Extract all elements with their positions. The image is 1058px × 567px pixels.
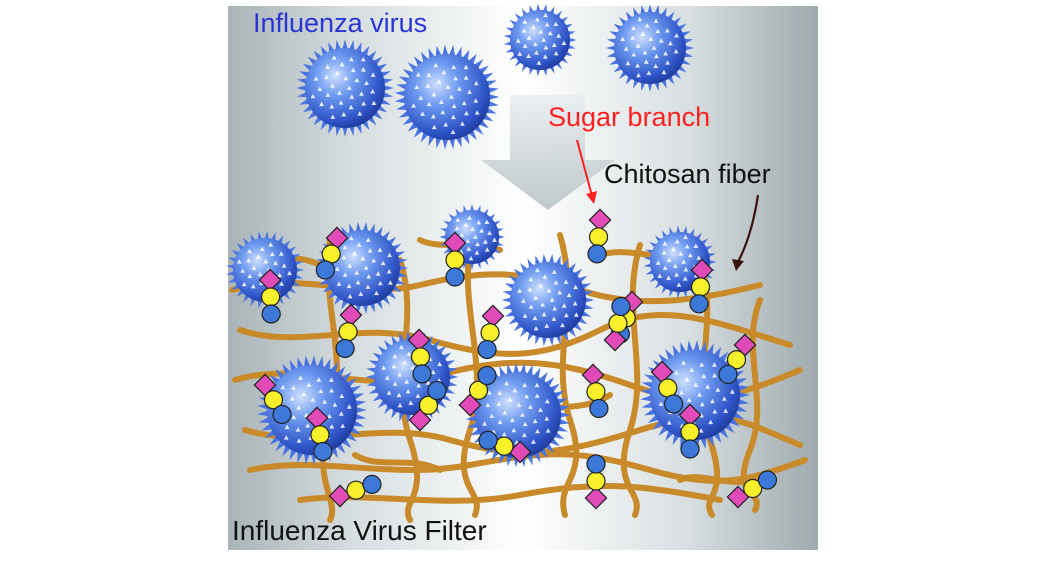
influenza-virus-label: Influenza virus bbox=[253, 8, 427, 38]
chitosan-fiber-strand bbox=[460, 247, 480, 518]
sugar-branch-icon bbox=[603, 296, 631, 352]
sugar-branch-icon bbox=[678, 403, 702, 459]
chitosan-fiber-arrowhead-icon bbox=[732, 259, 744, 271]
influenza-virus-icon bbox=[606, 4, 694, 92]
virus-layer bbox=[226, 3, 750, 468]
sugar-branch-icon bbox=[407, 328, 432, 384]
influenza-virus-icon bbox=[226, 231, 305, 309]
sugar-branch-layer bbox=[253, 208, 778, 510]
sugar-branch-icon bbox=[258, 268, 282, 324]
influenza-virus-icon bbox=[643, 225, 717, 299]
sugar-branch-icon bbox=[315, 226, 349, 280]
sugar-branch-icon bbox=[408, 380, 447, 432]
sugar-branch-icon bbox=[253, 373, 292, 425]
sugar-branch-icon bbox=[689, 258, 714, 314]
chitosan-fiber-label: Chitosan fiber bbox=[604, 159, 771, 189]
sugar-branch-icon bbox=[477, 304, 505, 360]
sugar-branch-icon bbox=[581, 363, 609, 419]
sugar-branch-icon bbox=[458, 365, 497, 417]
chitosan-fiber-strand bbox=[397, 257, 421, 523]
sugar-branch-icon bbox=[650, 360, 684, 414]
chitosan-fiber-strand bbox=[237, 312, 793, 357]
chitosan-fiber-strand bbox=[229, 271, 763, 305]
sugar-branch-icon bbox=[443, 231, 467, 287]
sugar-branch-icon bbox=[584, 454, 608, 510]
sugar-branch-icon bbox=[328, 474, 382, 508]
sugar-branch-arrow-icon bbox=[576, 139, 593, 197]
influenza-virus-icon bbox=[503, 3, 577, 77]
influenza-virus-icon bbox=[394, 44, 500, 150]
sugar-branch-label: Sugar branch bbox=[548, 102, 710, 132]
chitosan-fiber-strand bbox=[297, 482, 723, 504]
sugar-branch-icon bbox=[726, 470, 778, 509]
sugar-branch-arrowhead-icon bbox=[586, 191, 597, 204]
chitosan-fiber-strand bbox=[352, 452, 443, 473]
sugar-branch-icon bbox=[587, 208, 612, 264]
flow-arrow-icon bbox=[481, 95, 615, 210]
influenza-virus-icon bbox=[296, 39, 394, 137]
sugar-branch-icon bbox=[305, 406, 333, 462]
influenza-virus-icon bbox=[501, 253, 595, 347]
sugar-branch-icon bbox=[718, 333, 757, 385]
sugar-branch-icon bbox=[335, 303, 363, 359]
filter-title-label: Influenza Virus Filter bbox=[232, 515, 487, 546]
chitosan-fiber-arrow-icon bbox=[737, 194, 760, 263]
sugar-branch-icon bbox=[478, 430, 532, 464]
